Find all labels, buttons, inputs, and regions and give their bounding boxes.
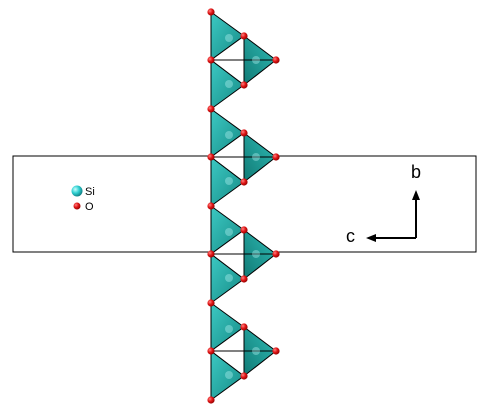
oxygen-atom: [207, 105, 215, 113]
oxygen-atom: [240, 81, 248, 89]
oxygen-atom: [207, 299, 215, 307]
si-atom: [225, 177, 233, 185]
si-atom: [225, 131, 233, 139]
tetrahedral-chain: [207, 8, 280, 404]
oxygen-atom: [207, 56, 215, 64]
c-axis-arrowhead: [366, 234, 376, 242]
oxygen-atom: [240, 178, 248, 186]
c-axis-label: c: [346, 226, 355, 246]
legend: Si O: [71, 185, 95, 213]
legend-o-label: O: [85, 201, 94, 213]
oxygen-atom: [272, 347, 280, 355]
si-atom: [225, 371, 233, 379]
oxygen-atom: [240, 32, 248, 40]
oxygen-atom: [272, 250, 280, 258]
oxygen-atom: [207, 250, 215, 258]
oxygen-atom: [240, 275, 248, 283]
si-atom: [225, 325, 233, 333]
b-axis-label: b: [411, 162, 421, 182]
oxygen-atom: [240, 372, 248, 380]
si-atom: [225, 228, 233, 236]
oxygen-atom: [272, 153, 280, 161]
legend-si-label: Si: [85, 186, 95, 198]
legend-o-swatch: [73, 202, 81, 210]
oxygen-atom: [240, 226, 248, 234]
si-atom: [252, 56, 260, 64]
si-atom: [252, 250, 260, 258]
oxygen-atom: [272, 56, 280, 64]
si-atom: [225, 274, 233, 282]
si-atom: [225, 80, 233, 88]
oxygen-atom: [207, 8, 215, 16]
legend-si-swatch: [71, 185, 83, 197]
si-atom: [225, 34, 233, 42]
oxygen-atom: [240, 323, 248, 331]
si-atom: [252, 347, 260, 355]
oxygen-atom: [240, 129, 248, 137]
axis-indicator: b c: [346, 162, 421, 246]
oxygen-atom: [207, 202, 215, 210]
b-axis-arrowhead: [412, 190, 420, 200]
oxygen-atom: [207, 153, 215, 161]
si-atom: [252, 153, 260, 161]
oxygen-atom: [207, 396, 215, 404]
oxygen-atom: [207, 347, 215, 355]
